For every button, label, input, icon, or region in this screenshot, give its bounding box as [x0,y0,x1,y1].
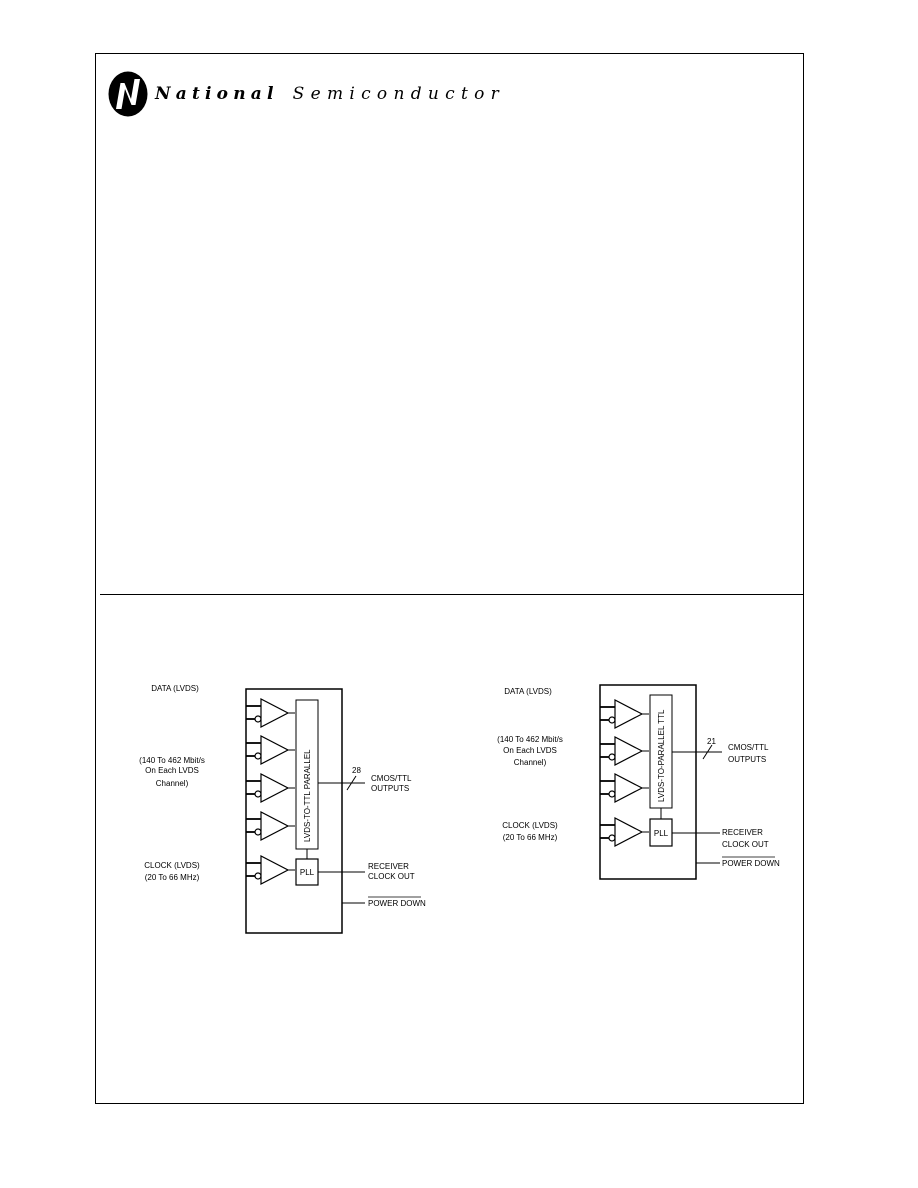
left-outputs-label-2: OUTPUTS [371,784,409,793]
left-pll-label: PLL [300,868,315,877]
right-bus-width: 21 [707,737,716,746]
left-rate-label-1: (140 To 462 Mbit/s [139,756,205,765]
right-diagram: LVDS-TO-PARALLEL TTL PLL 21 CMOS/TTL OUT… [497,684,780,880]
right-data-label: DATA (LVDS) [504,687,552,696]
right-clock-out-label-1: RECEIVER [722,828,763,837]
page-frame [95,53,804,1104]
left-clock-label-2: (20 To 66 MHz) [145,873,200,882]
right-data-buffer-3 [599,773,650,803]
brand-name: National Semiconductor [155,84,505,104]
right-clock-out-label-2: CLOCK OUT [722,840,769,849]
left-rate-label-3: Channel) [156,779,189,788]
right-power-down-label: POWER DOWN [722,859,780,868]
right-outputs-label-1: CMOS/TTL [728,743,769,752]
right-rate-label-2: On Each LVDS [503,746,557,755]
right-clock-label-2: (20 To 66 MHz) [503,833,558,842]
left-receiver-block [245,688,343,934]
left-data-buffer-4 [245,811,296,841]
left-rate-label-2: On Each LVDS [145,766,199,775]
right-outputs-label-2: OUTPUTS [728,755,766,764]
right-clock-label-1: CLOCK (LVDS) [502,821,558,830]
left-bus-width: 28 [352,766,361,775]
left-clock-buffer [245,855,296,885]
left-converter-label: LVDS-TO-TTL PARALLEL [303,749,312,842]
section-divider [100,594,803,595]
left-power-down-label: POWER DOWN [368,899,426,908]
left-data-label: DATA (LVDS) [151,684,199,693]
left-outputs-label-1: CMOS/TTL [371,774,412,783]
right-data-buffer-2 [599,736,650,766]
brand-word-semiconductor: Semiconductor [292,84,506,104]
right-rate-label-1: (140 To 462 Mbit/s [497,735,563,744]
left-data-buffer-2 [245,735,296,765]
brand-word-national: National [155,84,279,104]
national-logo-icon [108,71,148,117]
right-clock-buffer [599,817,650,847]
right-receiver-block [599,684,697,880]
left-clock-out-label-1: RECEIVER [368,862,409,871]
left-data-buffer-1 [245,698,296,728]
left-clock-out-label-2: CLOCK OUT [368,872,415,881]
right-converter-label: LVDS-TO-PARALLEL TTL [657,709,666,802]
right-data-buffer-1 [599,699,650,729]
right-pll-label: PLL [654,829,669,838]
right-rate-label-3: Channel) [514,758,547,767]
left-diagram: LVDS-TO-TTL PARALLEL PLL 28 CMOS/TTL OUT… [139,684,426,934]
left-clock-label-1: CLOCK (LVDS) [144,861,200,870]
left-data-buffer-3 [245,773,296,803]
